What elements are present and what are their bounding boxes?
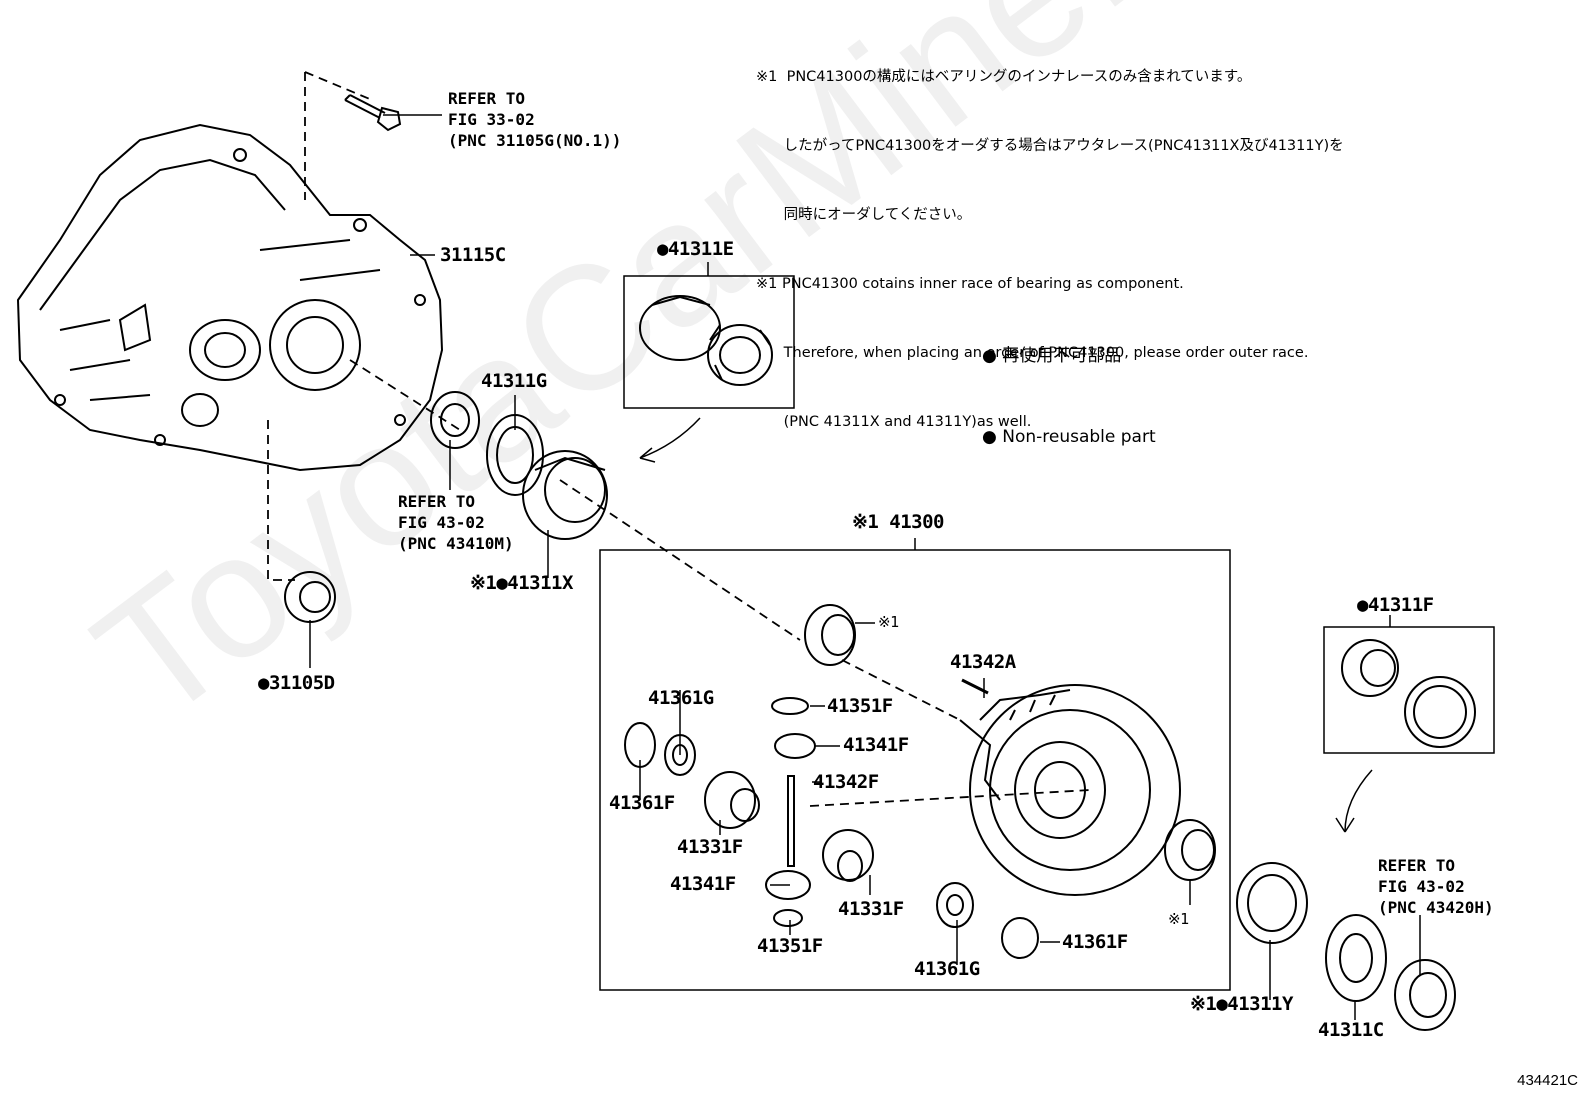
legend-jp: ● 再使用不可部品 (982, 346, 1122, 366)
box-41300 (599, 549, 1231, 991)
part-41311F[interactable]: ●41311F (1357, 594, 1434, 616)
arrow-41311F (1344, 769, 1373, 833)
bearing-41311E (639, 295, 773, 386)
bearing-31105D (284, 571, 336, 623)
refer-to-fig-33-02[interactable]: REFER TO FIG 33-02 (PNC 31105G(NO.1)) (448, 89, 622, 150)
part-41300[interactable]: ※1 41300 (852, 511, 945, 533)
part-31115C[interactable]: 31115C (440, 244, 506, 266)
outer-race-41311Y (1236, 862, 1308, 944)
note-en-1: ※1 PNC41300 cotains inner race of bearin… (756, 276, 1184, 292)
bearing-41300-lower (1164, 819, 1216, 881)
note-jp-1: ※1 PNC41300の構成にはベアリングのインナレースのみ含まれています。 (756, 69, 1252, 85)
oil-seal (430, 391, 480, 449)
note-block: ※1 PNC41300の構成にはベアリングのインナレースのみ含まれています。 し… (756, 20, 1344, 457)
part-41331F-b[interactable]: 41331F (838, 898, 904, 920)
arrow-41311E (639, 417, 701, 459)
part-41342F[interactable]: 41342F (813, 771, 879, 793)
figure-id: 434421C (1517, 1072, 1578, 1089)
part-41351F-a[interactable]: 41351F (827, 695, 893, 717)
box-41311F (1323, 626, 1495, 754)
legend: ● 再使用不可部品 ● Non-reusable part (982, 289, 1156, 478)
part-41311X[interactable]: ※1●41311X (470, 572, 573, 594)
note-en-2: Therefore, when placing an order of PNC4… (756, 345, 1309, 361)
part-41311C[interactable]: 41311C (1318, 1019, 1384, 1041)
part-41341F-a[interactable]: 41341F (843, 734, 909, 756)
box-41311E (623, 275, 795, 409)
note-mark-2: ※1 (1168, 910, 1189, 928)
bolt (344, 94, 402, 132)
transaxle-housing (16, 123, 444, 472)
part-41361G-b[interactable]: 41361G (914, 958, 980, 980)
note-mark-1: ※1 (878, 613, 899, 631)
part-41331F-a[interactable]: 41331F (677, 836, 743, 858)
part-41361F-b[interactable]: 41361F (1062, 931, 1128, 953)
note-jp-3: 同時にオーダしてください。 (756, 207, 972, 223)
bearing-41300-upper (804, 604, 856, 666)
part-41361G-a[interactable]: 41361G (648, 687, 714, 709)
bearing-41311F (1341, 639, 1476, 748)
small-parts (624, 697, 1039, 959)
part-41311E[interactable]: ●41311E (657, 238, 734, 260)
outer-race-41311X (522, 450, 608, 540)
legend-en: ● Non-reusable part (982, 427, 1156, 447)
pin-41342A (961, 678, 989, 695)
part-41361F-a[interactable]: 41361F (609, 792, 675, 814)
note-jp-2: したがってPNC41300をオーダする場合はアウタレース(PNC41311X及び… (756, 138, 1344, 154)
part-41311G[interactable]: 41311G (481, 370, 547, 392)
refer-to-fig-43-02-a[interactable]: REFER TO FIG 43-02 (PNC 43410M) (398, 492, 514, 553)
part-41351F-b[interactable]: 41351F (757, 935, 823, 957)
seal-41311G (486, 414, 544, 496)
leader-solid (309, 114, 1421, 1020)
refer-to-fig-43-02-b[interactable]: REFER TO FIG 43-02 (PNC 43420H) (1378, 856, 1494, 917)
part-41341F-b[interactable]: 41341F (670, 873, 736, 895)
part-41342A[interactable]: 41342A (950, 651, 1016, 673)
oil-seal-right (1394, 959, 1456, 1031)
differential-assembly (959, 684, 1181, 896)
shim-41311C (1325, 914, 1387, 1002)
note-en-3: (PNC 41311X and 41311Y)as well. (756, 414, 1032, 430)
part-41311Y[interactable]: ※1●41311Y (1190, 993, 1293, 1015)
part-31105D[interactable]: ●31105D (258, 672, 335, 694)
